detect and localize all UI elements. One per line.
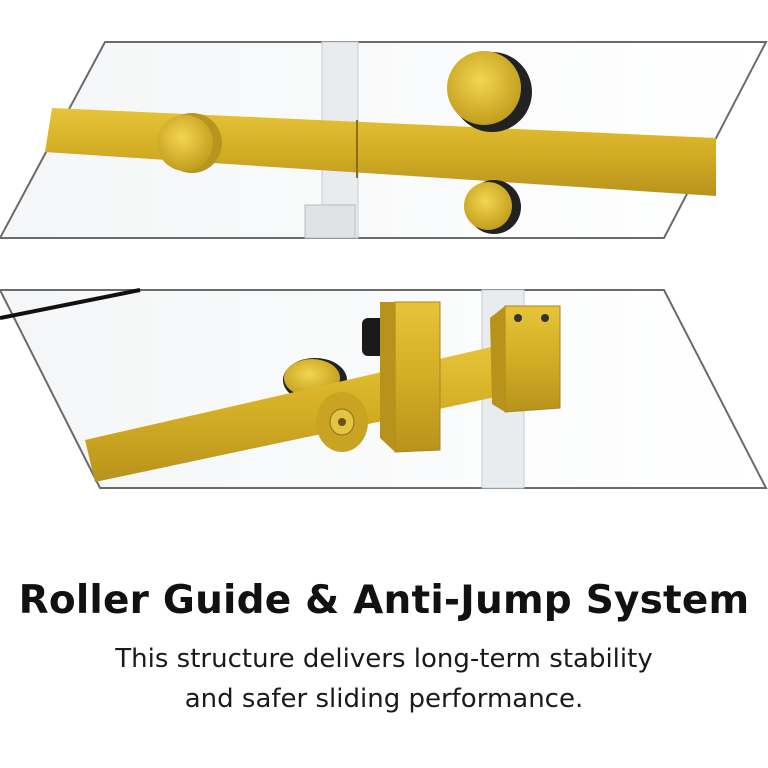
description-line-1: This structure delivers long-term stabil…: [115, 644, 653, 674]
roller-wheel-icon: [447, 51, 532, 132]
roller-detail-panel: [0, 41, 768, 239]
bolt-icon: [316, 392, 368, 452]
page-title: Roller Guide & Anti-Jump System: [18, 578, 750, 623]
end-stop-block: [504, 305, 561, 413]
guide-wheel-icon: [464, 180, 521, 234]
roller-wheel-icon: [157, 113, 222, 173]
description-line-2: and safer sliding performance.: [184, 684, 584, 714]
product-illustration: [0, 41, 768, 489]
anti-jump-detail-panel: [0, 288, 768, 489]
anti-jump-clip: [394, 301, 441, 453]
